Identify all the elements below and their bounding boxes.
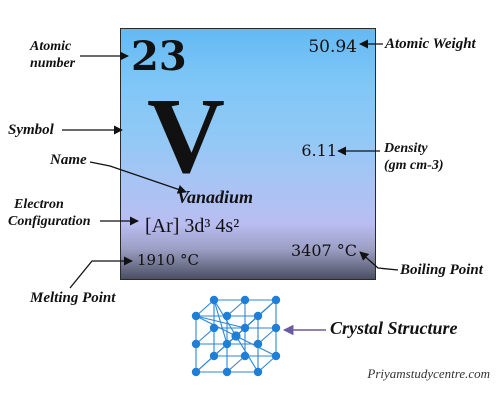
electron-configuration-label: Electron Configuration bbox=[8, 196, 90, 230]
density-label-line1: Density bbox=[384, 141, 428, 156]
melting-point-value: 1910 °C bbox=[137, 251, 199, 269]
boiling-point-label: Boiling Point bbox=[400, 262, 483, 278]
atomic-number-label-line2: number bbox=[30, 56, 76, 71]
electron-label-line2: Configuration bbox=[8, 214, 91, 229]
atomic-weight-label: Atomic Weight bbox=[385, 36, 476, 52]
atomic-number-label: Atomic number bbox=[30, 38, 75, 72]
melting-point-label: Melting Point bbox=[30, 290, 116, 306]
boiling-point-value: 3407 °C bbox=[290, 241, 357, 260]
element-symbol: V bbox=[147, 77, 225, 196]
watermark: Priyamstudycentre.com bbox=[367, 366, 490, 381]
atomic-number-value: 23 bbox=[131, 33, 187, 80]
name-label: Name bbox=[50, 152, 87, 168]
atomic-weight-value: 50.94 bbox=[308, 37, 357, 57]
crystal-structure-label: Crystal Structure bbox=[330, 318, 458, 338]
atomic-number-label-line1: Atomic bbox=[30, 39, 72, 54]
crystal-structure-diagram bbox=[195, 299, 277, 373]
electron-configuration-value: [Ar] 3d³ 4s² bbox=[145, 215, 240, 237]
density-label-line2: (gm cm-3) bbox=[384, 158, 444, 173]
density-label: Density (gm cm-3) bbox=[384, 140, 443, 174]
density-value: 6.11 bbox=[301, 141, 337, 160]
crystal-nodes bbox=[191, 295, 281, 377]
element-tile: 23 50.94 V 6.11 Vanadium [Ar] 3d³ 4s² 19… bbox=[120, 28, 376, 280]
element-name: Vanadium bbox=[177, 187, 254, 207]
symbol-label: Symbol bbox=[8, 122, 54, 138]
electron-label-line1: Electron bbox=[14, 197, 64, 212]
